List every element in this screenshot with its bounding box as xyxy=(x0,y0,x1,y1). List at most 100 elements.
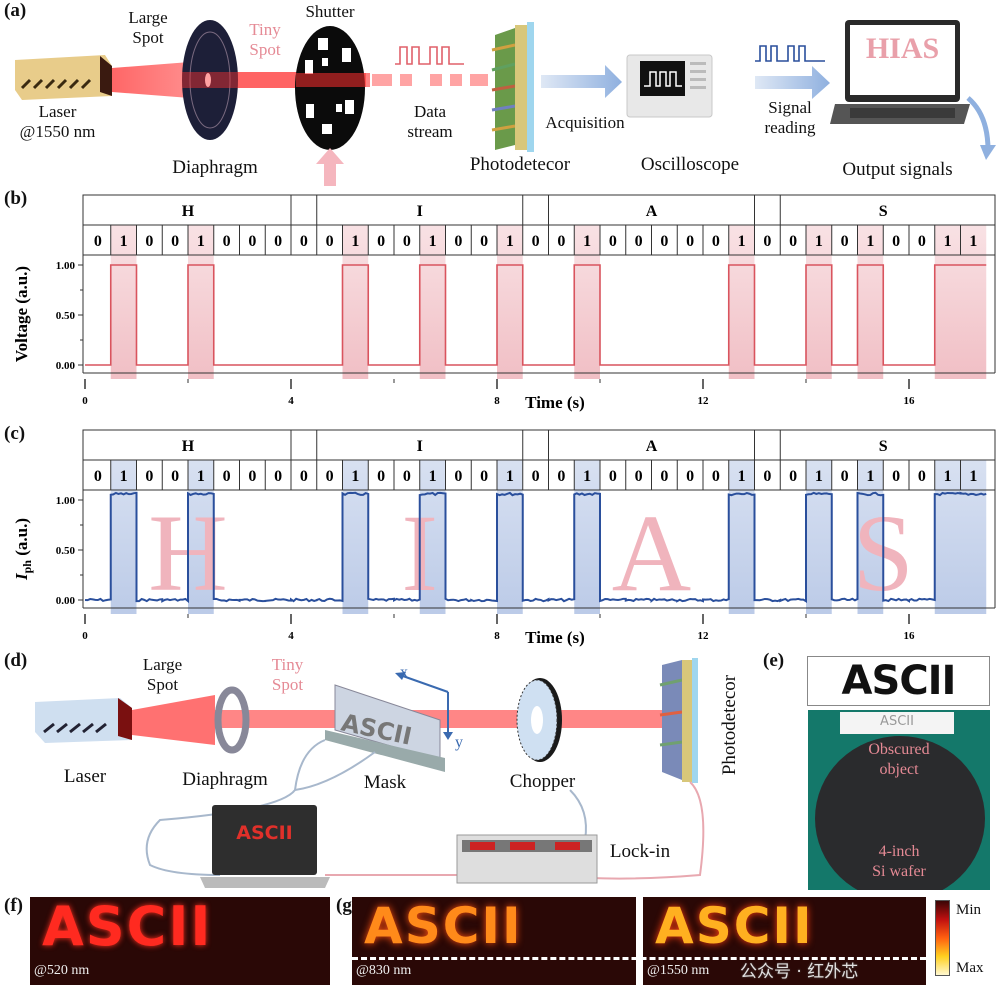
wafer-line1: 4-inch xyxy=(878,843,920,860)
bit-value: 0 xyxy=(248,233,256,250)
tiny-spot-line2: Spot xyxy=(271,675,304,694)
bit-value: 0 xyxy=(377,468,385,485)
bit-value: 0 xyxy=(532,233,540,250)
panel-label-a: (a) xyxy=(4,0,27,21)
high-bit-shade xyxy=(342,225,369,379)
data-stream-wave-icon xyxy=(395,46,464,65)
diaphragm-label: Diaphragm xyxy=(182,769,268,790)
bit-value: 0 xyxy=(841,233,849,250)
bit-value: 0 xyxy=(635,233,643,250)
letter-label-S: S xyxy=(879,203,888,220)
signal-reading-line2: reading xyxy=(764,118,816,137)
shutter-icon xyxy=(295,26,366,150)
mask-label: Mask xyxy=(363,772,407,793)
panel-label-e: (e) xyxy=(763,650,785,671)
bit-value: 0 xyxy=(532,468,540,485)
photodetector-label: Photodetecor xyxy=(469,154,571,175)
bit-value: 1 xyxy=(815,468,823,485)
bit-value: 1 xyxy=(815,233,823,250)
bit-value: 0 xyxy=(403,468,411,485)
bit-value: 0 xyxy=(145,468,153,485)
high-bit-shade xyxy=(497,225,523,379)
bit-value: 0 xyxy=(712,468,720,485)
bit-value: 0 xyxy=(763,233,771,250)
laptop-icon xyxy=(830,20,970,124)
large-spot-line1: Large xyxy=(142,655,183,674)
x-tick-label: 0 xyxy=(82,395,88,407)
bit-value: 0 xyxy=(94,233,102,250)
x-tick-label: 8 xyxy=(494,395,500,407)
bit-value: 0 xyxy=(300,233,308,250)
ascii-pattern: ASCII xyxy=(807,656,990,706)
bit-value: 1 xyxy=(969,468,977,485)
high-bit-shade xyxy=(960,225,987,379)
shutter-label: Shutter xyxy=(305,2,355,21)
x-tick-label: 4 xyxy=(288,395,294,407)
x-tick-label: 4 xyxy=(288,630,294,642)
oscilloscope-icon xyxy=(626,54,713,118)
photodetector-icon xyxy=(491,22,534,152)
x-tick-label: 12 xyxy=(698,395,710,407)
bit-value: 1 xyxy=(866,233,874,250)
wavelength-label: @1550 nm xyxy=(647,963,710,978)
bit-value: 0 xyxy=(557,233,565,250)
high-bit-shade xyxy=(188,460,214,614)
bit-value: 0 xyxy=(892,468,900,485)
laptop-screen-text: ASCII xyxy=(236,822,293,844)
bit-value: 1 xyxy=(506,233,514,250)
high-bit-shade xyxy=(934,460,961,614)
watermark: 公众号 · 红外芯 xyxy=(740,962,859,982)
letter-label-A: A xyxy=(646,203,658,220)
bit-value: 0 xyxy=(274,233,282,250)
laptop-screen-text: HIAS xyxy=(865,32,940,65)
bit-value: 0 xyxy=(660,468,668,485)
laser-label: Laser@1550 nm xyxy=(15,102,100,142)
colorbar-min: Min xyxy=(956,902,982,918)
image-text: ASCII xyxy=(655,897,814,955)
x-axis-title: Time (s) xyxy=(525,628,585,647)
bit-value: 0 xyxy=(145,233,153,250)
bit-value: 0 xyxy=(789,468,797,485)
signal-wave-icon xyxy=(755,45,825,62)
scan-line xyxy=(352,957,926,960)
high-bit-shade xyxy=(960,460,987,614)
bit-value: 0 xyxy=(712,233,720,250)
bit-value: 0 xyxy=(377,233,385,250)
bit-value: 0 xyxy=(171,468,179,485)
ascii-paper: ASCII xyxy=(840,712,954,734)
bit-value: 1 xyxy=(738,468,746,485)
wavelength-label: @830 nm xyxy=(356,963,412,978)
tiny-spot-line2: Spot xyxy=(249,40,281,59)
high-bit-shade xyxy=(934,225,961,379)
image-520nm: ASCII @520 nm xyxy=(30,897,330,985)
high-bit-shade xyxy=(188,225,214,379)
y-tick-label: 1.00 xyxy=(56,260,76,272)
diaphragm-lens-icon xyxy=(214,686,250,754)
bit-value: 0 xyxy=(892,233,900,250)
high-bit-shade xyxy=(497,460,523,614)
bit-value: 0 xyxy=(223,233,231,250)
lockin-label: Lock-in xyxy=(609,841,671,862)
y-tick-label: 0.00 xyxy=(56,595,76,607)
bit-value: 1 xyxy=(944,468,952,485)
laser-line1: Laser xyxy=(38,102,77,121)
obscured-line1: Obscured xyxy=(868,741,930,758)
data-stream-line2: stream xyxy=(407,122,453,141)
bit-value: 0 xyxy=(326,468,334,485)
y-tick-label: 0.50 xyxy=(56,545,76,557)
bit-value: 0 xyxy=(454,233,462,250)
high-bit-shade xyxy=(419,225,446,379)
bit-value: 0 xyxy=(557,468,565,485)
bit-value: 1 xyxy=(969,233,977,250)
image-1550nm: ASCII @1550 nm xyxy=(643,897,926,985)
bit-value: 0 xyxy=(686,233,694,250)
photodetector-icon xyxy=(659,658,698,783)
x-tick-label: 16 xyxy=(904,395,916,407)
cables xyxy=(145,739,705,880)
